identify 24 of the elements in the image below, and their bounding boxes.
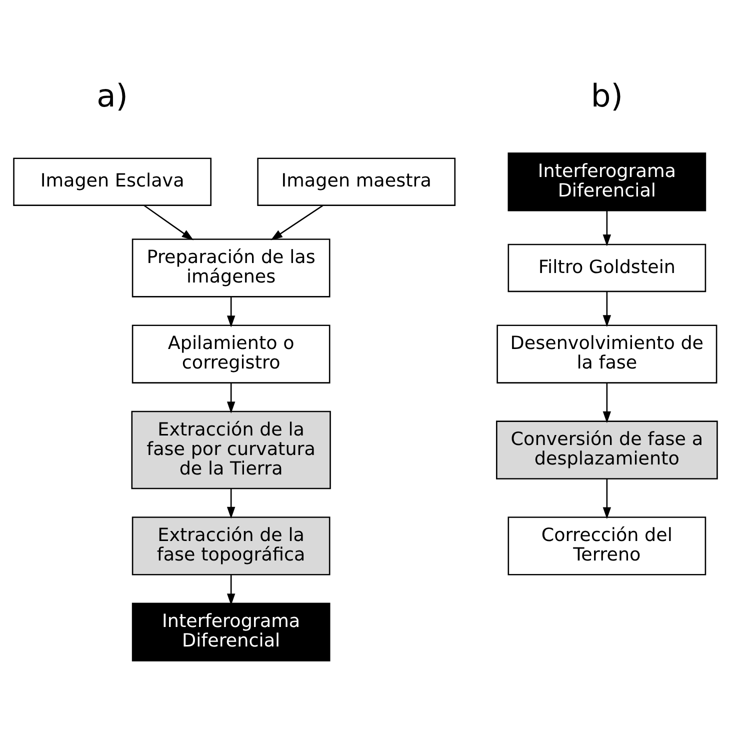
node-box: Imagen maestra xyxy=(257,157,456,206)
node-box: Corrección del Terreno xyxy=(508,516,706,575)
node-box: Extracción de la fase por curvatura de la Tierra xyxy=(131,410,331,489)
arrow xyxy=(270,204,324,240)
node-box: Interferograma Diferencial xyxy=(508,152,706,211)
node-box: Preparación de las imágenes xyxy=(132,238,330,297)
arrow xyxy=(226,382,236,413)
label: a) xyxy=(96,78,128,114)
node-box: Interferograma Diferencial xyxy=(132,602,330,661)
node-box: Apilamiento o corregistro xyxy=(132,324,330,383)
node-box: Conversión de fase a desplazamiento xyxy=(496,420,718,479)
arrow xyxy=(226,574,236,605)
node-box: Filtro Goldstein xyxy=(508,243,706,292)
arrow xyxy=(602,291,612,326)
arrow xyxy=(602,210,612,246)
arrow xyxy=(226,488,236,518)
node-box: Imagen Esclava xyxy=(13,157,212,206)
arrow xyxy=(602,478,612,518)
node-box: Extracción de la fase topográfica xyxy=(132,516,330,575)
arrow xyxy=(226,296,236,327)
label: b) xyxy=(590,78,623,114)
arrow xyxy=(144,204,194,240)
node-box: Desenvolvimiento de la fase xyxy=(496,324,718,383)
arrow xyxy=(602,382,612,423)
